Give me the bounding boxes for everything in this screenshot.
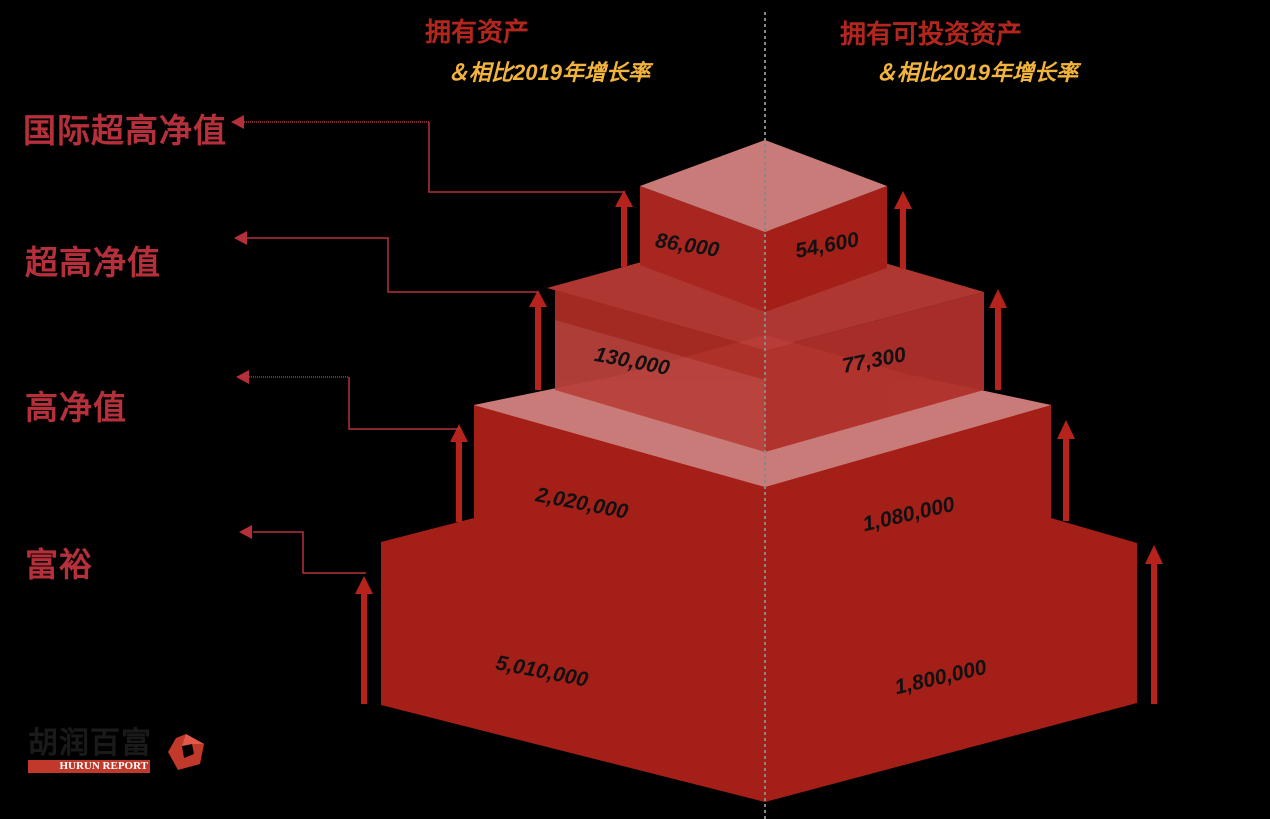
left-column-subtitle: ＆相比2019年增长率 [447, 60, 650, 85]
tier-label-hnw: 高净值 [25, 389, 127, 426]
tier-label-uhnw: 超高净值 [25, 244, 161, 281]
hurun-logo: 胡润百富 HURUN REPORT [28, 728, 152, 773]
right-column-title: 拥有可投资资产 [840, 19, 1023, 49]
logo-chinese-text: 胡润百富 [28, 727, 152, 760]
tier-label-affluent: 富裕 [25, 546, 93, 583]
right-column-subtitle: ＆相比2019年增长率 [875, 60, 1078, 85]
logo-english-text: HURUN REPORT [28, 760, 150, 773]
hurun-cube-icon [168, 734, 204, 770]
left-column-title: 拥有资产 [425, 17, 530, 47]
tier-label-international-uhnw: 国际超高净值 [23, 112, 227, 149]
tier-1-block [640, 140, 887, 312]
